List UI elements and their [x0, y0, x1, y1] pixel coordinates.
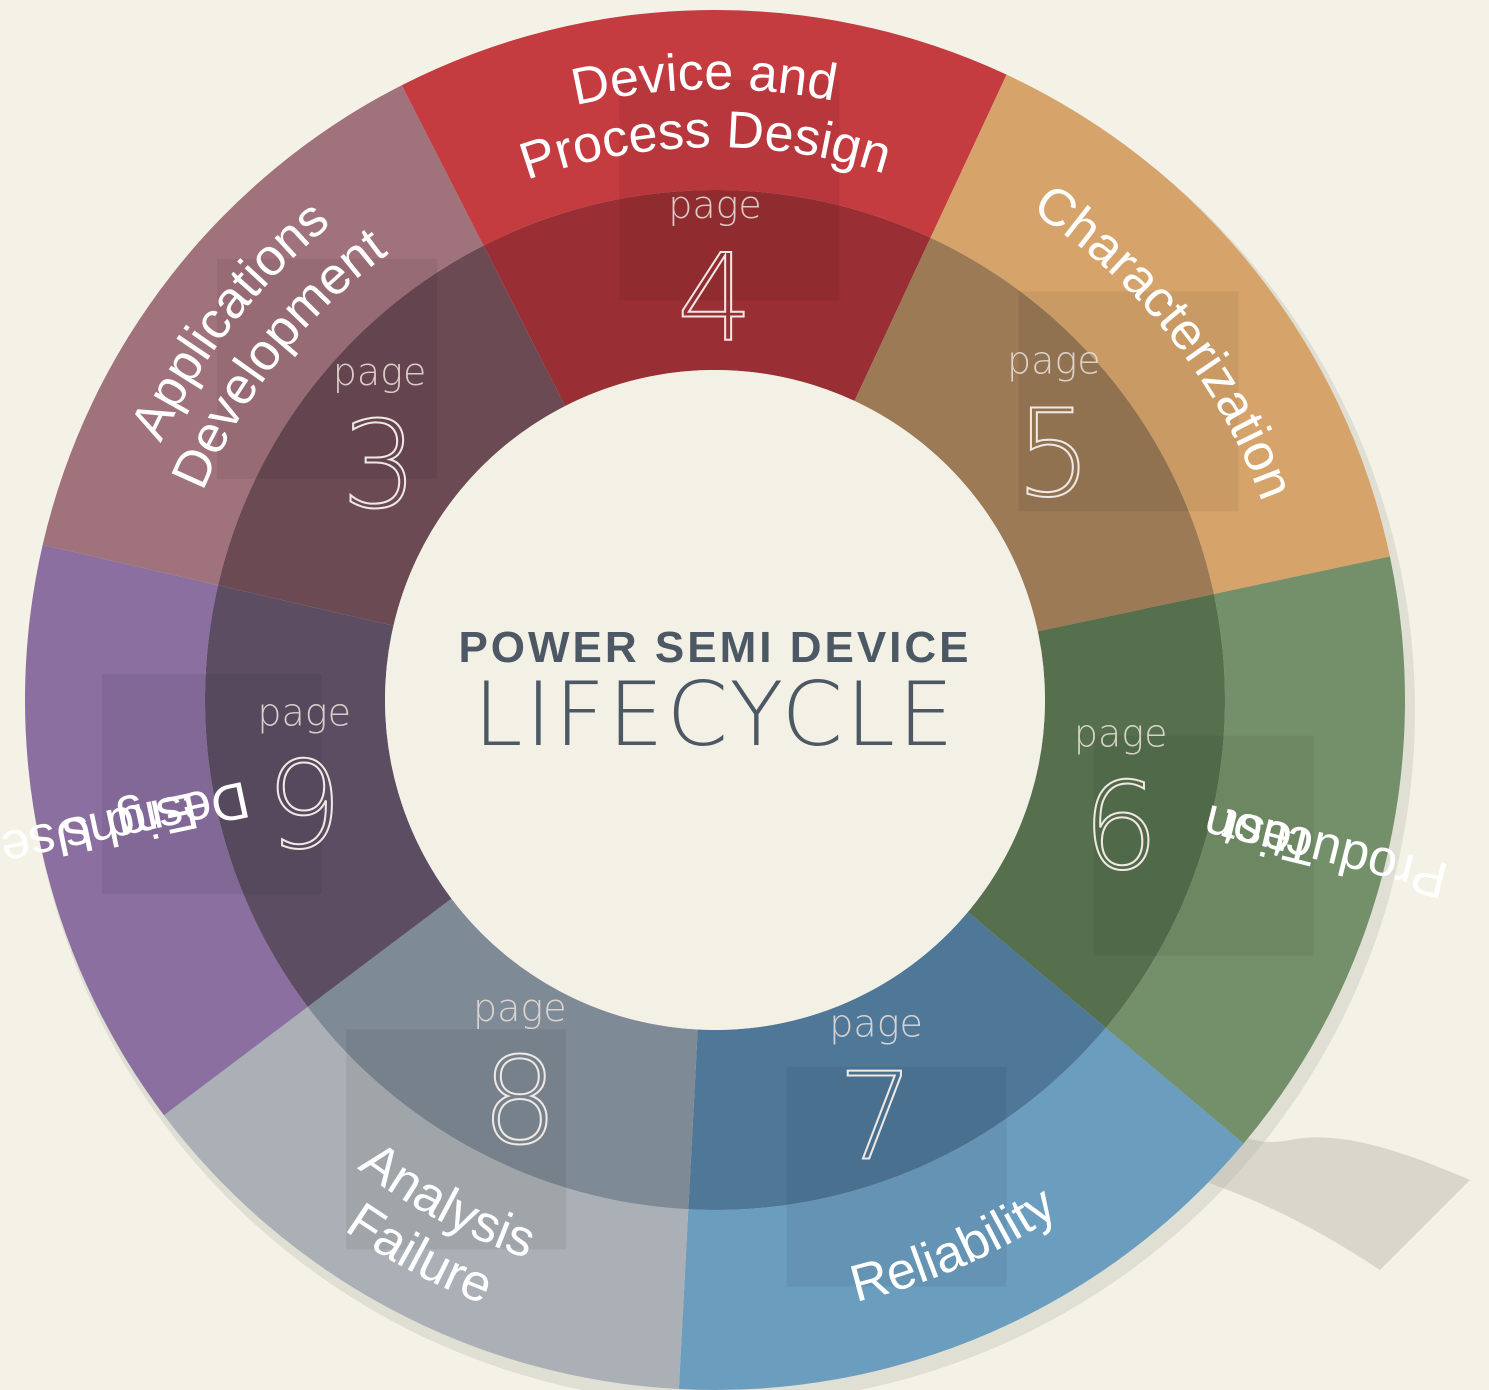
device-and-process-design-inner-band: [483, 190, 931, 406]
production-test-page-word: page: [1074, 712, 1168, 756]
applications-development-page-number[interactable]: 3: [340, 396, 418, 537]
characterization-tile: [1018, 291, 1239, 512]
reliability-tile: [786, 1066, 1007, 1287]
characterization-page-word: page: [1007, 338, 1101, 382]
center-subtitle: LIFECYCLE: [473, 663, 956, 766]
characterization-outer-band: [930, 74, 1390, 594]
device-and-process-design-outer-band: [401, 10, 1007, 246]
device-and-process-design-page-word: page: [668, 183, 762, 227]
production-test-tile: [1093, 735, 1314, 956]
reliability-page-word: page: [829, 1002, 923, 1046]
production-test-outer-band: [1105, 556, 1405, 1144]
reliability-outer-band: [678, 1027, 1244, 1390]
center-disc: [385, 370, 1045, 1030]
reliability-page-number[interactable]: 7: [837, 1048, 915, 1189]
failure-analysis-tile: [346, 1029, 567, 1250]
applications-development-inner-band: [218, 245, 566, 626]
end-use-designs-inner-band: [205, 585, 452, 1007]
characterization-inner-band: [854, 237, 1214, 632]
applications-development-page-word: page: [333, 350, 427, 394]
end-use-designs-tile: [101, 674, 322, 895]
end-use-designs-outer-band: [24, 544, 308, 1116]
reliability-inner-band: [688, 912, 1106, 1210]
failure-analysis-outer-band: [163, 1006, 689, 1390]
applications-development-tile: [217, 258, 438, 479]
device-and-process-design-tile: [619, 80, 840, 301]
failure-analysis-page-word: page: [473, 986, 567, 1030]
production-test-page-number[interactable]: 6: [1082, 758, 1160, 899]
characterization-page-number[interactable]: 5: [1015, 384, 1093, 525]
failure-analysis-inner-band: [307, 898, 698, 1210]
end-use-designs-page-number[interactable]: 9: [265, 736, 343, 877]
production-test-inner-band: [967, 593, 1225, 1028]
end-use-designs-page-word: page: [257, 690, 351, 734]
device-and-process-design-page-number[interactable]: 4: [676, 229, 754, 370]
failure-analysis-page-number[interactable]: 8: [481, 1032, 559, 1173]
center-title: POWER SEMI DEVICE: [458, 623, 971, 672]
applications-development-outer-band: [42, 85, 484, 586]
